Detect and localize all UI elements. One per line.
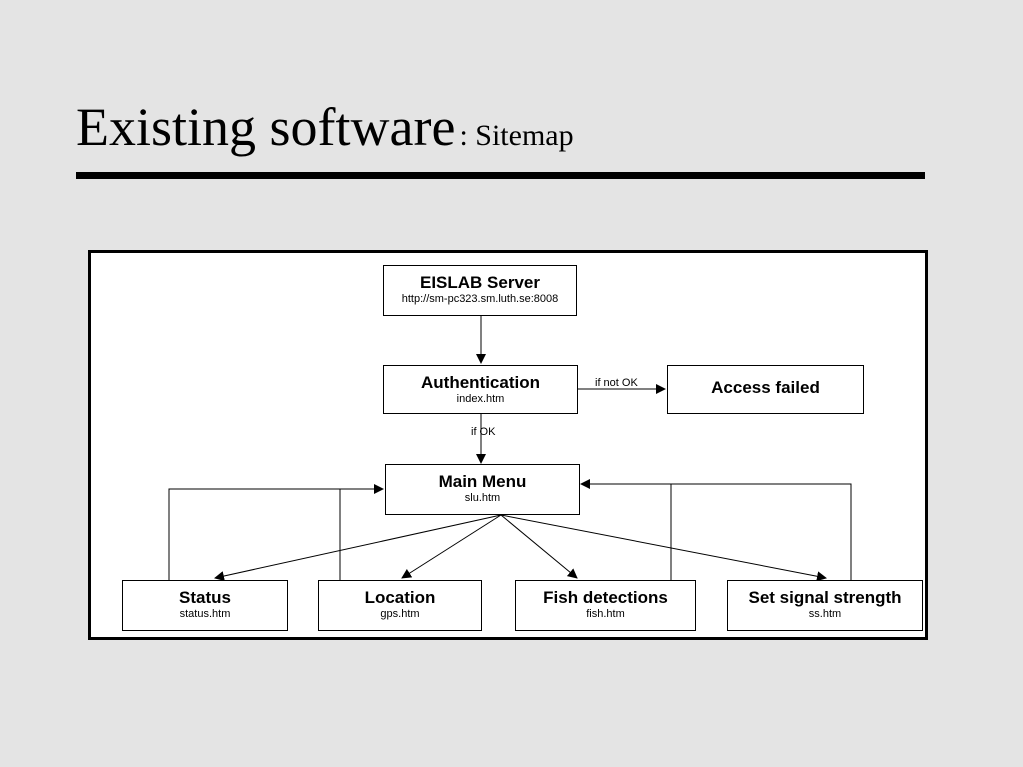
edge-menu-signal (500, 514, 827, 582)
node-set-signal-strength-file: ss.htm (808, 608, 842, 620)
edge-menu-fish (500, 514, 578, 579)
sitemap-diagram: EISLAB Server http://sm-pc323.sm.luth.se… (88, 250, 928, 640)
node-status: Status status.htm (122, 580, 288, 631)
node-authentication-file: index.htm (456, 393, 505, 405)
node-fish-detections: Fish detections fish.htm (515, 580, 696, 631)
edge-status-menu (168, 484, 384, 580)
node-main-menu: Main Menu slu.htm (385, 464, 580, 515)
node-location: Location gps.htm (318, 580, 482, 631)
edge-menu-status (214, 514, 502, 581)
node-location-file: gps.htm (380, 608, 420, 620)
node-status-file: status.htm (179, 608, 231, 620)
title-underline (76, 172, 925, 179)
slide-title-sub: : Sitemap (459, 119, 574, 152)
edge-signal-menu (580, 479, 852, 580)
node-status-title: Status (179, 588, 231, 607)
node-main-menu-title: Main Menu (438, 472, 527, 491)
node-eislab-server-title: EISLAB Server (420, 273, 540, 292)
edge-label-if-ok: if OK (471, 426, 496, 438)
node-fish-detections-file: fish.htm (586, 608, 625, 620)
edge-label-if-not-ok: if not OK (595, 377, 638, 389)
node-access-failed-title: Access failed (711, 378, 820, 397)
node-set-signal-strength-title: Set signal strength (748, 588, 902, 607)
node-main-menu-file: slu.htm (464, 492, 501, 504)
slide-title-main: Existing software (76, 97, 456, 157)
slide-title: Existing software : Sitemap (76, 96, 574, 158)
node-authentication: Authentication index.htm (383, 365, 578, 414)
node-set-signal-strength: Set signal strength ss.htm (727, 580, 923, 631)
edge-menu-location (401, 514, 502, 579)
node-fish-detections-title: Fish detections (543, 588, 668, 607)
diagram-connectors (168, 316, 852, 582)
node-authentication-title: Authentication (421, 373, 540, 392)
node-access-failed: Access failed (667, 365, 864, 414)
node-eislab-server-url: http://sm-pc323.sm.luth.se:8008 (401, 293, 559, 305)
node-location-title: Location (364, 588, 436, 607)
node-eislab-server: EISLAB Server http://sm-pc323.sm.luth.se… (383, 265, 577, 316)
